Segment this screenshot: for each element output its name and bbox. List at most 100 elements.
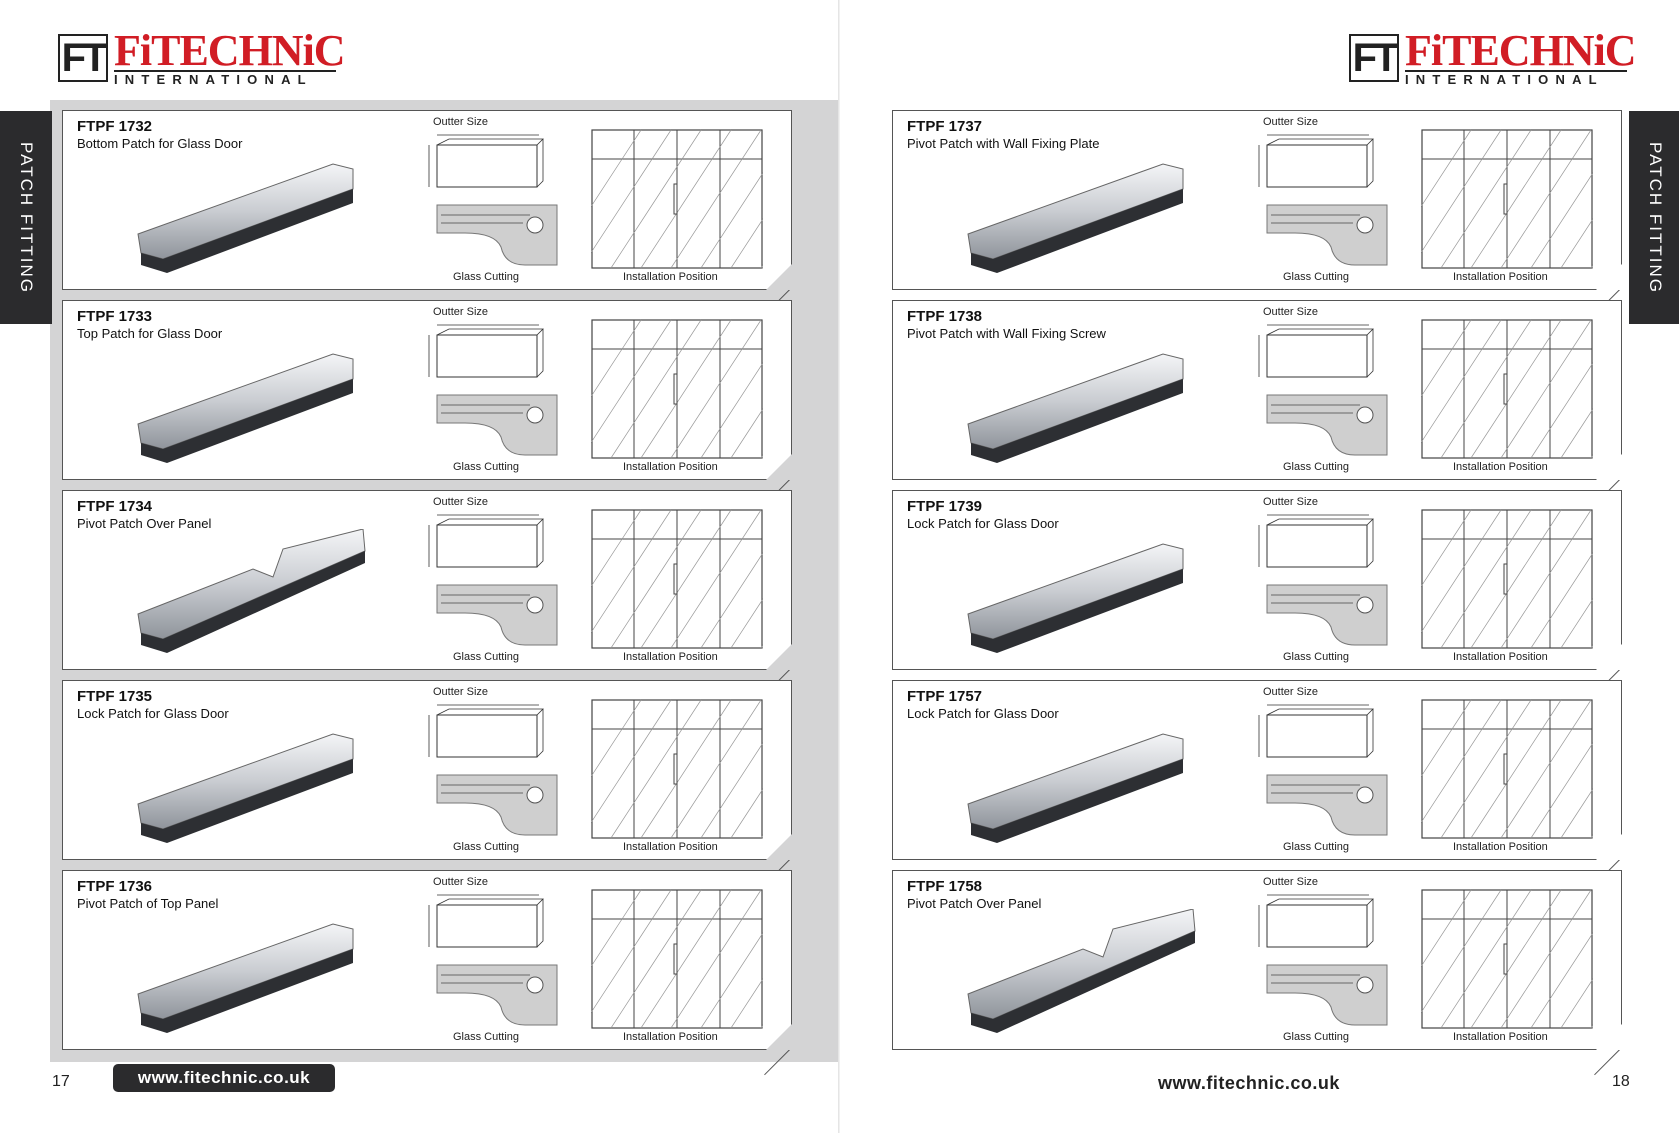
outter-size-figure: [1251, 507, 1381, 587]
installation-drawing: [550, 509, 912, 649]
product-code: FTPF 1733: [77, 308, 153, 325]
product-code: FTPF 1739: [907, 498, 983, 515]
outter-size-drawing: [428, 134, 544, 188]
glass-cutting-figure: [1265, 203, 1390, 273]
product-description: Pivot Patch with Wall Fixing Plate: [907, 136, 1100, 151]
outter-size-label: Outter Size: [433, 306, 489, 318]
product-image: [133, 909, 373, 1044]
outter-size-figure: [1251, 317, 1381, 397]
outter-size-label: Outter Size: [1263, 306, 1319, 318]
glass-cutting-drawing: [436, 964, 558, 1026]
outter-size-label: Outter Size: [1263, 876, 1319, 888]
glass-cutting-label: Glass Cutting: [453, 1031, 520, 1043]
glass-cutting-label: Glass Cutting: [453, 841, 520, 853]
outter-size-drawing: [428, 324, 544, 378]
outter-size-drawing: [428, 894, 544, 948]
glass-cutting-figure: [435, 963, 560, 1033]
section-tab-label: PATCH FITTING: [1646, 141, 1665, 294]
product-photo: [967, 353, 1184, 463]
installation-position-label: Installation Position: [1453, 271, 1548, 283]
installation-figure: [550, 699, 912, 844]
outter-size-figure: [421, 317, 551, 397]
outter-size-drawing: [1258, 704, 1374, 758]
glass-cutting-figure: [435, 393, 560, 463]
product-photo: [967, 543, 1184, 653]
installation-position-label: Installation Position: [623, 651, 718, 663]
glass-cutting-figure: [1265, 393, 1390, 463]
section-tab-label: PATCH FITTING: [17, 141, 36, 294]
glass-cutting-figure: [1265, 583, 1390, 653]
glass-cutting-label: Glass Cutting: [453, 271, 520, 283]
installation-drawing: [1380, 699, 1679, 839]
glass-cutting-drawing: [436, 394, 558, 456]
product-photo: [967, 163, 1184, 273]
website-link[interactable]: www.fitechnic.co.uk: [1158, 1073, 1340, 1093]
brand-logo: FT FiTECHNiC INTERNATIONAL: [58, 28, 346, 87]
product-description: Bottom Patch for Glass Door: [77, 136, 243, 151]
glass-cutting-drawing: [1266, 394, 1388, 456]
outter-size-figure: [421, 697, 551, 777]
installation-position-label: Installation Position: [1453, 461, 1548, 473]
installation-position-label: Installation Position: [1453, 651, 1548, 663]
product-photo: [137, 733, 354, 843]
installation-figure: [550, 319, 912, 464]
product-description: Pivot Patch Over Panel: [77, 516, 212, 531]
glass-cutting-label: Glass Cutting: [1283, 1031, 1350, 1043]
product-code: FTPF 1732: [77, 118, 153, 135]
glass-cutting-figure: [435, 773, 560, 843]
product-photo: [967, 908, 1196, 1033]
product-photo: [137, 528, 366, 653]
glass-cutting-drawing: [1266, 964, 1388, 1026]
product-code: FTPF 1735: [77, 688, 153, 705]
product-image: [963, 149, 1203, 284]
outter-size-label: Outter Size: [433, 116, 489, 128]
outter-size-drawing: [428, 704, 544, 758]
product-image: [963, 529, 1203, 664]
product-photo: [137, 353, 354, 463]
product-image: [133, 719, 373, 854]
outter-size-figure: [421, 127, 551, 207]
product-description: Pivot Patch with Wall Fixing Screw: [907, 326, 1106, 341]
installation-drawing: [1380, 889, 1679, 1029]
installation-drawing: [550, 889, 912, 1029]
installation-drawing: [550, 129, 912, 269]
outter-size-label: Outter Size: [1263, 496, 1319, 508]
glass-cutting-figure: [1265, 773, 1390, 843]
product-description: Pivot Patch of Top Panel: [77, 896, 219, 911]
outter-size-label: Outter Size: [433, 876, 489, 888]
logo-mark: FT: [1349, 34, 1399, 82]
glass-cutting-drawing: [436, 204, 558, 266]
logo-wordmark: FiTECHNiC: [1405, 26, 1637, 75]
glass-cutting-drawing: [1266, 774, 1388, 836]
product-image: [963, 719, 1203, 854]
glass-cutting-drawing: [1266, 584, 1388, 646]
outter-size-label: Outter Size: [1263, 686, 1319, 698]
installation-position-label: Installation Position: [623, 841, 718, 853]
glass-cutting-drawing: [436, 774, 558, 836]
logo-subtitle: INTERNATIONAL: [1405, 70, 1627, 87]
installation-drawing: [1380, 129, 1679, 269]
installation-figure: [550, 889, 912, 1034]
installation-position-label: Installation Position: [623, 271, 718, 283]
page-number: 17: [52, 1073, 70, 1090]
installation-figure: [1380, 509, 1679, 654]
glass-cutting-figure: [1265, 963, 1390, 1033]
website-link[interactable]: www.fitechnic.co.uk: [113, 1064, 335, 1092]
glass-cutting-label: Glass Cutting: [1283, 461, 1350, 473]
page-gutter: [838, 0, 841, 1133]
product-photo: [137, 923, 354, 1033]
installation-figure: [1380, 319, 1679, 464]
installation-position-label: Installation Position: [1453, 841, 1548, 853]
product-image: [133, 149, 373, 284]
installation-position-label: Installation Position: [623, 461, 718, 473]
outter-size-drawing: [1258, 514, 1374, 568]
glass-cutting-label: Glass Cutting: [453, 651, 520, 663]
